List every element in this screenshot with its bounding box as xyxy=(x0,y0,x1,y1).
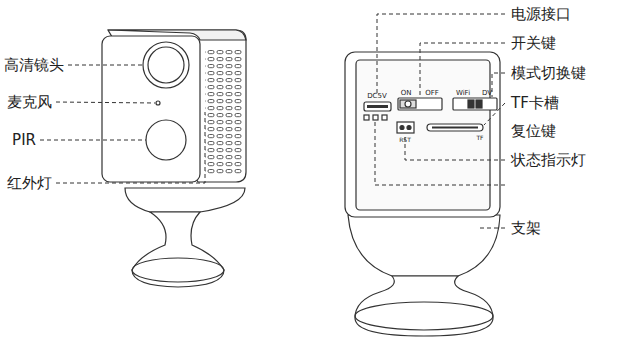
device-marking: ON xyxy=(401,90,412,97)
device-marking: RST xyxy=(399,137,411,143)
part-label: 电源接口 xyxy=(509,7,573,22)
device-marking: DC5V xyxy=(367,93,387,100)
part-label: 模式切换键 xyxy=(509,66,588,81)
part-label: 高清镜头 xyxy=(2,58,66,73)
device-marking: TF xyxy=(476,135,483,141)
part-label: 复位键 xyxy=(509,124,558,139)
part-label: 状态指示灯 xyxy=(509,153,588,168)
part-label: 麦克风 xyxy=(5,95,54,110)
device-marking: DV xyxy=(482,90,492,97)
part-label: 支架 xyxy=(509,221,543,236)
part-label: 开关键 xyxy=(509,36,558,51)
part-label: TF卡槽 xyxy=(509,96,561,111)
device-marking: WiFi xyxy=(456,90,470,97)
part-label: 红外灯 xyxy=(5,176,54,191)
device-marking: OFF xyxy=(425,90,439,97)
part-label: PIR xyxy=(10,133,38,148)
